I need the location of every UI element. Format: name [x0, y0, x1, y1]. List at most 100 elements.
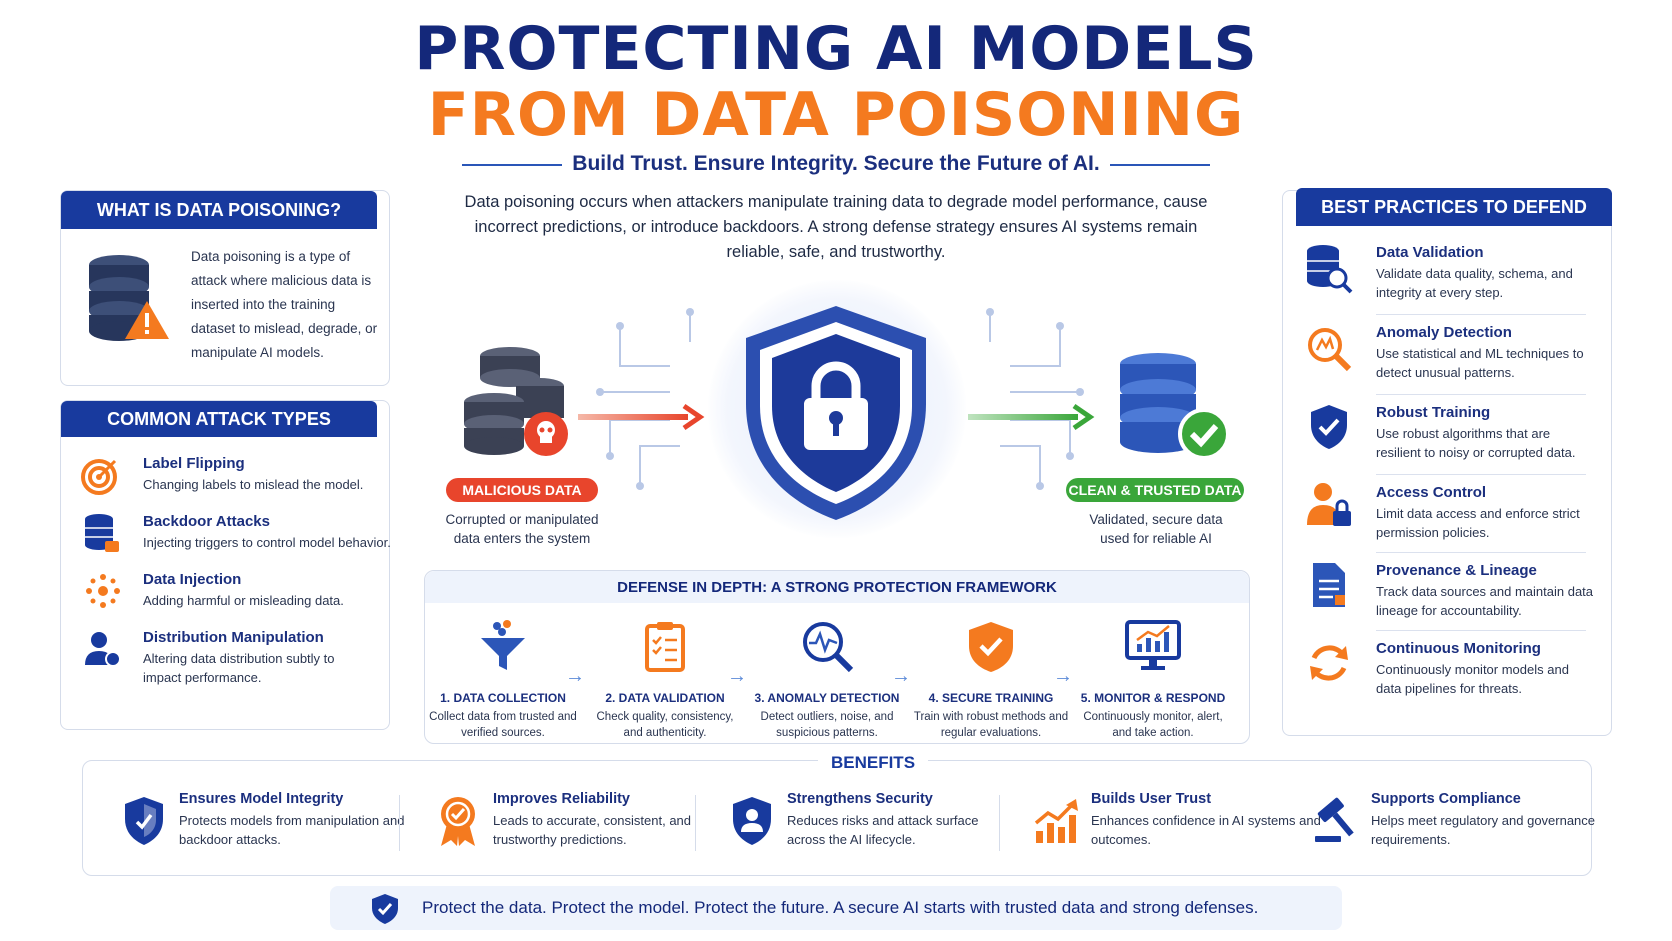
divider: [999, 795, 1000, 851]
benefits-panel: BENEFITS Ensures Model Integrity Protect…: [82, 753, 1595, 876]
footer-banner: Protect the data. Protect the model. Pro…: [330, 886, 1342, 930]
step-title: 5. MONITOR & RESPOND: [1080, 691, 1226, 705]
attack-item-desc: Altering data distribution subtly to imp…: [143, 651, 335, 685]
attack-types-heading: COMMON ATTACK TYPES: [61, 401, 377, 437]
what-is-text: Data poisoning is a type of attack where…: [191, 249, 378, 360]
best-practice-title: Access Control: [1376, 484, 1487, 501]
funnel-icon: [425, 615, 581, 677]
best-practice-title: Robust Training: [1376, 404, 1491, 421]
step-arrow-icon: →: [891, 665, 911, 687]
best-practice-robust-training: Robust Training Use robust algorithms th…: [1376, 404, 1596, 462]
divider: [1376, 552, 1586, 553]
best-practice-title: Provenance & Lineage: [1376, 562, 1537, 579]
step-arrow-icon: →: [565, 665, 585, 687]
user-warning-icon: [83, 629, 123, 669]
divider: [695, 795, 696, 851]
footer-text: Protect the data. Protect the model. Pro…: [422, 898, 1259, 917]
shield-lock-icon: [746, 306, 926, 520]
step-title: 2. DATA VALIDATION: [605, 691, 725, 705]
best-practice-desc: Use robust algorithms that are resilient…: [1376, 426, 1576, 460]
benefit-title: Builds User Trust: [1091, 791, 1212, 807]
best-practice-monitoring: Continuous Monitoring Continuously monit…: [1376, 640, 1596, 698]
attack-item-desc: Adding harmful or misleading data.: [143, 593, 344, 608]
best-practices-heading: BEST PRACTICES TO DEFEND: [1296, 188, 1612, 226]
shield-user-icon: [725, 791, 779, 851]
title-line-1: PROTECTING AI MODELS: [414, 14, 1258, 84]
step-title: 1. DATA COLLECTION: [440, 691, 566, 705]
attack-item-distribution: Distribution Manipulation Altering data …: [143, 629, 343, 687]
refresh-icon: [1304, 638, 1354, 688]
injection-dots-icon: [83, 571, 123, 611]
shield-icon: [117, 791, 171, 851]
growth-chart-icon: [1029, 791, 1083, 851]
subtitle-rule-right: [1110, 164, 1210, 166]
benefit-title: Strengthens Security: [787, 791, 933, 807]
benefit-desc: Leads to accurate, consistent, and trust…: [493, 813, 692, 847]
magnifier-pulse-icon: [749, 615, 905, 677]
title-line-2: FROM DATA POISONING: [427, 80, 1245, 150]
user-lock-icon: [1304, 480, 1354, 530]
step-desc: Collect data from trusted and verified s…: [429, 711, 577, 739]
benefit-title: Improves Reliability: [493, 791, 630, 807]
target-icon: [81, 455, 121, 495]
what-is-panel: WHAT IS DATA POISONING? Data poisoning i…: [60, 190, 390, 386]
step-desc: Train with robust methods and regular ev…: [913, 711, 1069, 739]
clean-database-icon: [1120, 353, 1230, 460]
document-icon: [1304, 560, 1354, 610]
database-search-icon: [1304, 244, 1354, 294]
step-title: 3. ANOMALY DETECTION: [754, 691, 900, 705]
benefit-desc: Enhances confidence in AI systems and ou…: [1091, 813, 1321, 847]
gavel-icon: [1309, 791, 1363, 851]
subtitle-rule-left: [462, 164, 562, 166]
malicious-database-icon: [464, 347, 568, 456]
best-practice-anomaly-detection: Anomaly Detection Use statistical and ML…: [1376, 324, 1596, 382]
attack-item-title: Data Injection: [143, 571, 242, 588]
best-practice-desc: Track data sources and maintain data lin…: [1376, 584, 1594, 618]
step-title: 4. SECURE TRAINING: [928, 691, 1054, 705]
benefits-heading: BENEFITS: [818, 753, 928, 773]
attack-types-panel: COMMON ATTACK TYPES Label Flipping Chang…: [60, 400, 393, 730]
benefit-desc: Helps meet regulatory and governance req…: [1371, 813, 1596, 847]
best-practice-desc: Validate data quality, schema, and integ…: [1376, 266, 1573, 300]
attack-item-backdoor: Backdoor Attacks Injecting triggers to c…: [143, 513, 393, 552]
best-practice-access-control: Access Control Limit data access and enf…: [1376, 484, 1596, 542]
framework-step-anomaly: 3. ANOMALY DETECTION Detect outliers, no…: [749, 615, 905, 741]
benefit-desc: Protects models from manipulation and ba…: [179, 813, 405, 847]
best-practice-desc: Use statistical and ML techniques to det…: [1376, 346, 1584, 380]
divider: [1376, 394, 1586, 395]
clean-arrow: [968, 403, 1095, 431]
step-desc: Continuously monitor, alert, and take ac…: [1083, 711, 1223, 739]
divider: [399, 795, 400, 851]
best-practice-title: Data Validation: [1376, 244, 1484, 261]
attack-item-label-flipping: Label Flipping Changing labels to mislea…: [143, 455, 383, 494]
best-practice-desc: Limit data access and enforce strict per…: [1376, 506, 1580, 540]
magnifier-chart-icon: [1304, 324, 1354, 374]
benefit-title: Ensures Model Integrity: [179, 791, 344, 807]
shield-check-icon: [1304, 402, 1354, 452]
framework-step-collection: 1. DATA COLLECTION Collect data from tru…: [425, 615, 581, 741]
clean-data-badge: CLEAN & TRUSTED DATA: [1066, 478, 1244, 502]
divider: [1376, 474, 1586, 475]
attack-item-title: Backdoor Attacks: [143, 513, 270, 530]
attack-item-desc: Injecting triggers to control model beha…: [143, 535, 391, 550]
attack-item-injection: Data Injection Adding harmful or mislead…: [143, 571, 383, 610]
what-is-heading: WHAT IS DATA POISONING?: [61, 191, 377, 229]
benefit-desc: Reduces risks and attack surface across …: [787, 813, 979, 847]
clipboard-icon: [587, 615, 743, 677]
monitor-chart-icon: [1075, 615, 1231, 677]
best-practice-desc: Continuously monitor models and data pip…: [1376, 662, 1569, 696]
attack-item-desc: Changing labels to mislead the model.: [143, 477, 364, 492]
shield-check-icon: [370, 893, 400, 925]
framework-step-monitor: 5. MONITOR & RESPOND Continuously monito…: [1075, 615, 1231, 741]
divider: [1376, 314, 1586, 315]
framework-heading: DEFENSE IN DEPTH: A STRONG PROTECTION FR…: [425, 571, 1249, 603]
database-lock-icon: [83, 513, 123, 555]
step-arrow-icon: →: [1053, 665, 1073, 687]
benefit-title: Supports Compliance: [1371, 791, 1521, 807]
best-practice-data-validation: Data Validation Validate data quality, s…: [1376, 244, 1596, 302]
malicious-caption: Corrupted or manipulated data enters the…: [445, 512, 599, 546]
shield-check-icon: [913, 615, 1069, 677]
step-arrow-icon: →: [727, 665, 747, 687]
step-desc: Check quality, consistency, and authenti…: [596, 711, 734, 739]
database-warning-icon: [83, 251, 173, 343]
